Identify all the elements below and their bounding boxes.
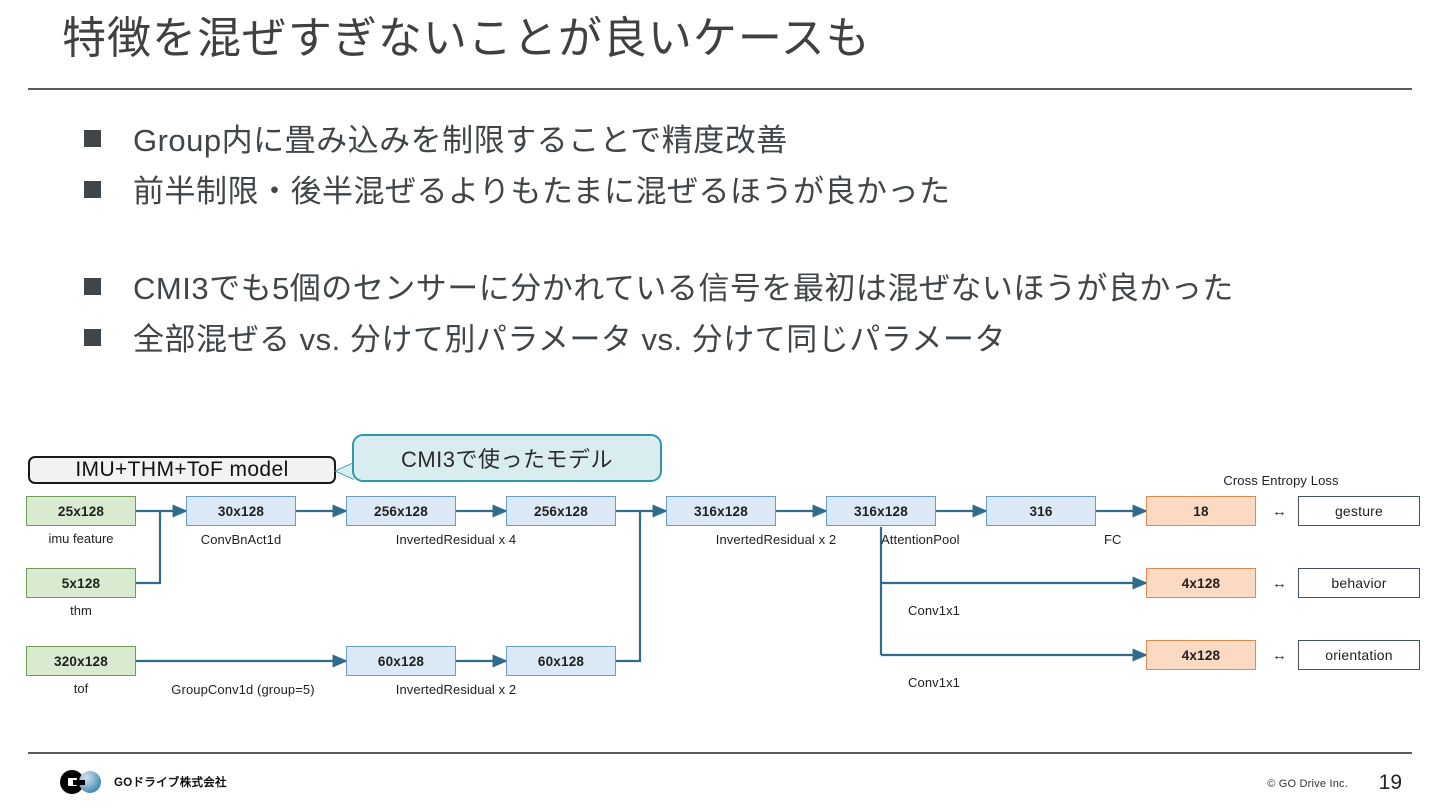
list-item-text: 全部混ぜる vs. 分けて別パラメータ vs. 分けて同じパラメータ — [133, 322, 1006, 357]
loss-label: Cross Entropy Loss — [1223, 473, 1339, 488]
node-label-imu: imu feature — [48, 531, 114, 546]
footer-divider — [28, 752, 1412, 754]
bidirectional-arrow-icon: ↔ — [1272, 575, 1287, 592]
page-number: 19 — [1378, 771, 1402, 794]
list-item-text: 前半制限・後半混ぜるよりもたまに混ぜるほうが良かった — [133, 174, 951, 209]
node-conv-bn-act: 30x128 — [186, 496, 296, 526]
list-item-text: Group内に畳み込みを制限することで精度改善 — [133, 123, 788, 158]
bidirectional-arrow-icon: ↔ — [1272, 647, 1287, 664]
node-thm: 5x128 — [26, 568, 136, 598]
op-label-fc: FC — [1104, 532, 1122, 547]
target-gesture: gesture — [1298, 496, 1420, 526]
company-logo: GOドライブ株式会社 — [60, 770, 227, 794]
node-trunk-ir-a: 316x128 — [666, 496, 776, 526]
diagram-connectors — [136, 504, 1148, 668]
logo-company-name: GOドライブ株式会社 — [114, 777, 227, 789]
model-tag-label: IMU+THM+ToF model — [28, 456, 336, 484]
node-label-tof: tof — [73, 681, 89, 696]
list-item: 前半制限・後半混ぜるよりもたまに混ぜるほうが良かった — [84, 167, 1414, 216]
list-item: CMI3でも5個のセンサーに分かれている信号を最初は混ぜないほうが良かった — [84, 264, 1414, 313]
op-label-attentionpool: AttentionPool — [881, 532, 960, 547]
list-item-text: CMI3でも5個のセンサーに分かれている信号を最初は混ぜないほうが良かった — [133, 271, 1234, 306]
target-behavior: behavior — [1298, 568, 1420, 598]
bullet-square-icon — [84, 181, 101, 198]
op-label-groupconv1d: GroupConv1d (group=5) — [171, 682, 315, 697]
node-tof: 320x128 — [26, 646, 136, 676]
logo-g-glyph — [60, 770, 85, 794]
architecture-diagram: 25x128 imu feature 5x128 thm 320x128 tof… — [0, 425, 1440, 710]
node-attention-pool-out: 316 — [986, 496, 1096, 526]
node-tof-ir-b: 60x128 — [506, 646, 616, 676]
op-label-convbnact1d: ConvBnAct1d — [200, 532, 282, 547]
bullet-square-icon — [84, 329, 101, 346]
list-item: 全部混ぜる vs. 分けて別パラメータ vs. 分けて同じパラメータ — [84, 315, 1414, 364]
copyright-text: © GO Drive Inc. — [1267, 778, 1348, 790]
page-title: 特徴を混ぜすぎないことが良いケースも — [62, 14, 871, 63]
op-label-conv1x1-orientation: Conv1x1 — [908, 675, 961, 690]
node-head-gesture: 18 — [1146, 496, 1256, 526]
node-head-orientation: 4x128 — [1146, 640, 1256, 670]
op-label-inverted-residual-2-trunk: InvertedResidual x 2 — [715, 532, 837, 547]
node-inverted-residual-4b: 256x128 — [506, 496, 616, 526]
bullet-square-icon — [84, 130, 101, 147]
op-label-inverted-residual-2-tof: InvertedResidual x 2 — [395, 682, 517, 697]
bullet-list: Group内に畳み込みを制限することで精度改善 前半制限・後半混ぜるよりもたまに… — [84, 116, 1414, 366]
list-item: Group内に畳み込みを制限することで精度改善 — [84, 116, 1414, 165]
node-trunk-ir-b: 316x128 — [826, 496, 936, 526]
callout-bubble: CMI3で使ったモデル — [352, 434, 662, 482]
node-label-thm: thm — [70, 603, 92, 618]
node-imu-feature: 25x128 — [26, 496, 136, 526]
op-label-conv1x1-behavior: Conv1x1 — [908, 603, 961, 618]
logo-sphere-glyph — [79, 771, 101, 793]
title-divider — [28, 88, 1412, 90]
op-label-inverted-residual-4: InvertedResidual x 4 — [395, 532, 517, 547]
node-tof-ir-a: 60x128 — [346, 646, 456, 676]
node-inverted-residual-4a: 256x128 — [346, 496, 456, 526]
bidirectional-arrow-icon: ↔ — [1272, 503, 1287, 520]
callout-tail — [336, 462, 356, 480]
spacer — [84, 218, 1414, 264]
go-logo-icon — [60, 770, 106, 794]
bullet-square-icon — [84, 278, 101, 295]
node-head-behavior: 4x128 — [1146, 568, 1256, 598]
target-orientation: orientation — [1298, 640, 1420, 670]
